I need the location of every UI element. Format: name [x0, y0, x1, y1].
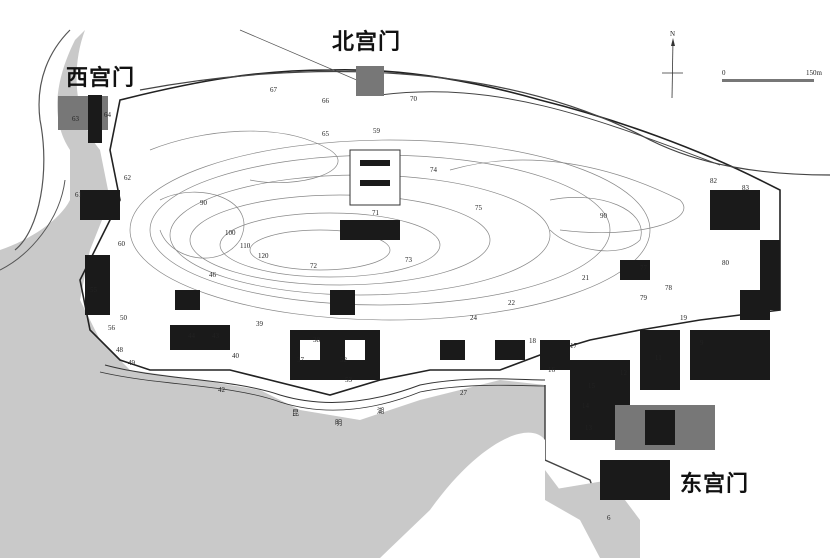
palace-wall: [79, 68, 781, 396]
site-number: 48: [116, 346, 124, 354]
site-number: 67: [270, 86, 278, 94]
site-number: 77: [640, 264, 648, 272]
site-number: 43: [212, 332, 220, 340]
site-number: 37: [297, 356, 305, 364]
site-number: 73: [405, 256, 413, 264]
scale-start: 0: [722, 69, 726, 77]
site-number: 21: [582, 274, 590, 282]
contour-value: 100: [225, 229, 236, 237]
site-number: 16: [548, 366, 556, 374]
site-number: 63: [72, 115, 80, 123]
lake-char: 明: [335, 419, 342, 427]
site-number: 24: [470, 314, 478, 322]
site-number: 12: [620, 369, 628, 377]
site-number: 14: [582, 402, 590, 410]
site-number: 44: [188, 332, 196, 340]
site-number: 55: [90, 286, 98, 294]
site-number: 74: [430, 166, 438, 174]
site-number: 83: [742, 184, 750, 192]
compass: N: [662, 30, 683, 99]
scale-bar: 0 150m: [722, 69, 823, 82]
site-number: 22: [508, 299, 516, 307]
contour-lines: [129, 130, 685, 321]
site-number: 61: [75, 191, 83, 199]
site-number: 79: [640, 294, 648, 302]
site-number: 49: [128, 359, 136, 367]
site-number: 38: [313, 336, 321, 344]
site-number: 15: [588, 382, 596, 390]
site-number: 39: [256, 320, 264, 328]
site-number: 56: [108, 324, 116, 332]
north-gate-label: 北宫门: [332, 30, 402, 55]
scale-end: 150m: [806, 69, 823, 77]
site-number: 59: [373, 127, 381, 135]
site-number: 70: [410, 95, 418, 103]
contour-value: 90: [200, 199, 208, 207]
site-number: 62: [124, 174, 132, 182]
site-number: 18: [529, 337, 537, 345]
site-number: 9: [700, 339, 704, 347]
kunming-lake: [0, 30, 620, 558]
site-number: 82: [710, 177, 718, 185]
site-number: 72: [310, 262, 318, 270]
site-number: 11: [655, 354, 662, 362]
site-number: 75: [475, 204, 483, 212]
contour-value: 110: [240, 242, 251, 250]
west-gate-label: 西宫门: [66, 66, 136, 91]
site-number: 78: [665, 284, 673, 292]
contour-value: 90: [600, 212, 608, 220]
lake-char: 湖: [377, 406, 384, 415]
site-number: 64: [104, 111, 112, 119]
site-number: 13: [585, 424, 593, 432]
lake-char: 昆: [292, 409, 299, 417]
site-number: 60: [118, 240, 126, 248]
compass-label: N: [670, 30, 675, 38]
contour-value: 120: [258, 252, 269, 260]
site-number: 6: [607, 514, 611, 522]
site-number: 19: [680, 314, 688, 322]
site-number: 71: [372, 209, 380, 217]
north-gate-complex: [356, 66, 384, 96]
site-number: 42: [218, 386, 226, 394]
site-number: 40: [232, 352, 240, 360]
site-number: 65: [322, 130, 330, 138]
site-number: 80: [722, 259, 730, 267]
site-number: 46: [209, 271, 217, 279]
site-number: 27: [460, 389, 468, 397]
site-number: 66: [322, 97, 330, 105]
site-number: 53: [345, 376, 353, 384]
east-gate-label: 东宫门: [680, 472, 750, 497]
buildings: [58, 66, 780, 500]
site-number: 50: [120, 314, 128, 322]
site-number: 52: [340, 356, 348, 364]
site-number: 17: [570, 342, 578, 350]
